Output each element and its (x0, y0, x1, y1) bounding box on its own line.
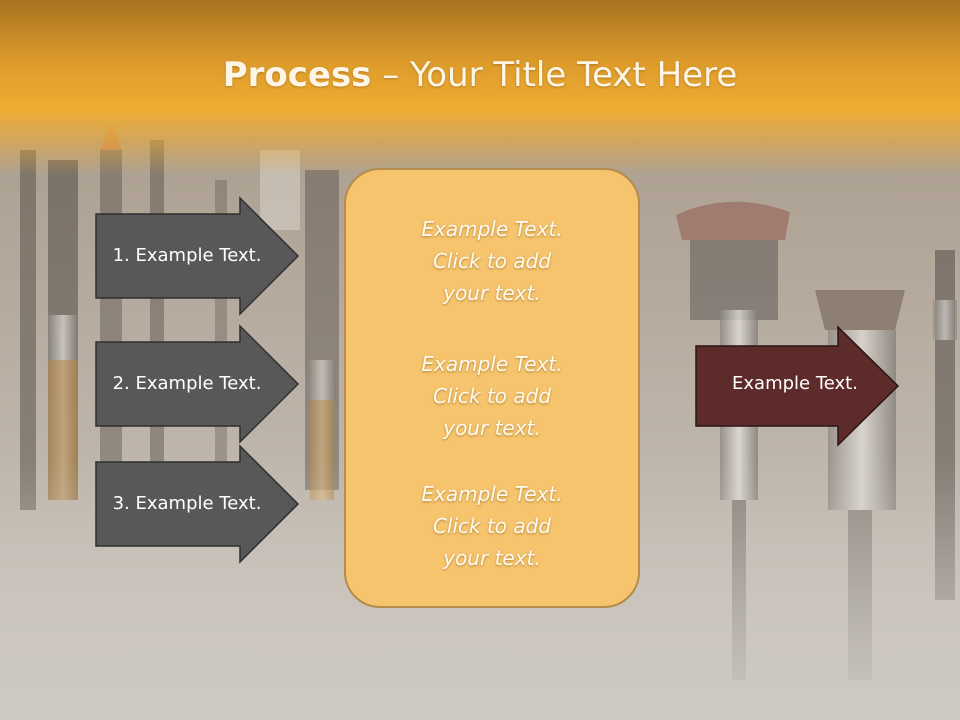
panel-block-3-line-1: Example Text. (421, 482, 563, 506)
panel-text-block-2[interactable]: Example Text. Click to add your text. (344, 348, 640, 444)
panel-text-block-3[interactable]: Example Text. Click to add your text. (344, 478, 640, 574)
title-band (0, 0, 960, 175)
panel-block-1-line-1: Example Text. (421, 217, 563, 241)
slide-title[interactable]: Process – Your Title Text Here (0, 52, 960, 98)
center-text-panel[interactable] (344, 168, 640, 608)
left-arrow-label-2: 2. Example Text. (112, 373, 262, 394)
panel-block-2-line-2: Click to add (432, 384, 552, 408)
left-arrow-label-1: 1. Example Text. (112, 245, 262, 266)
left-arrow-shape-3[interactable] (95, 444, 300, 564)
panel-block-1-line-2: Click to add (432, 249, 552, 273)
right-arrow-shape[interactable] (695, 325, 900, 447)
title-rest-part: – Your Title Text Here (371, 55, 738, 95)
panel-block-2-line-1: Example Text. (421, 352, 563, 376)
panel-block-3-line-2: Click to add (432, 514, 552, 538)
panel-block-3-line-3: your text. (443, 546, 541, 570)
title-bold-part: Process (222, 55, 372, 95)
left-arrow-shape-2[interactable] (95, 324, 300, 444)
panel-block-2-line-3: your text. (443, 416, 541, 440)
panel-text-block-1[interactable]: Example Text. Click to add your text. (344, 213, 640, 309)
panel-block-1-line-3: your text. (443, 281, 541, 305)
left-arrow-label-3: 3. Example Text. (112, 493, 262, 514)
right-arrow-label: Example Text. (732, 373, 858, 394)
left-arrow-shape-1[interactable] (95, 196, 300, 316)
